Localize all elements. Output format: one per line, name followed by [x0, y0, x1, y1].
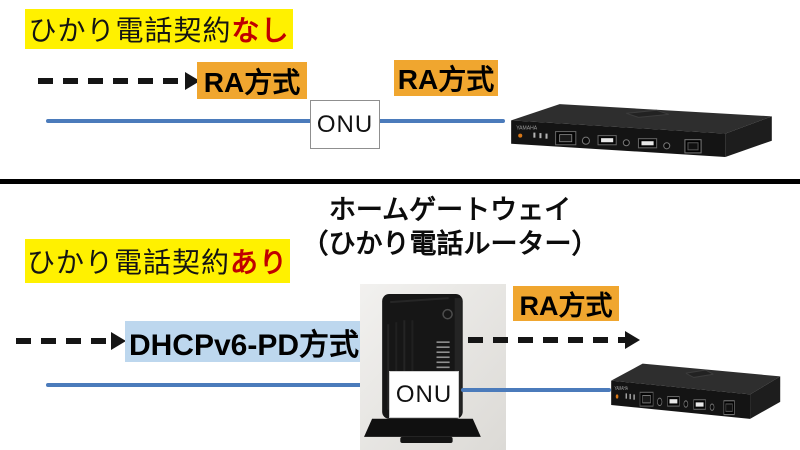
wan-method-label-top: RA方式 — [197, 62, 307, 99]
lan-dashed-arrow-bottom — [468, 331, 640, 349]
contract-label-prefix: ひかり電話契約 — [26, 247, 230, 278]
onu-box-top: ONU — [310, 100, 380, 149]
arrow-head-icon — [111, 332, 126, 350]
contract-label-prefix: ひかり電話契約 — [28, 15, 232, 46]
contract-label-status: あり — [230, 247, 289, 278]
contract-label-status: なし — [231, 15, 290, 46]
fiber-line-bottom-left — [46, 383, 390, 387]
arrow-head-icon — [625, 331, 640, 349]
arrow-head-icon — [185, 72, 200, 90]
contract-status-label-none: ひかり電話契約なし — [25, 9, 293, 49]
svg-text:YAMAHA: YAMAHA — [614, 385, 628, 391]
section-divider — [0, 179, 800, 184]
onu-box-bottom: ONU — [389, 371, 459, 418]
fiber-line-bottom-right — [461, 388, 611, 392]
home-gateway-image — [360, 284, 506, 450]
gateway-heading-line2: （ひかり電話ルーター） — [301, 229, 599, 259]
lan-method-label-top: RA方式 — [394, 60, 498, 96]
arrow-dashes — [38, 78, 188, 84]
wan-dashed-arrow — [38, 72, 200, 90]
wan-method-label-bottom: DHCPv6-PD方式 — [125, 321, 363, 362]
svg-text:YAMAHA: YAMAHA — [516, 126, 538, 132]
contract-status-label-yes: ひかり電話契約あり — [25, 239, 290, 283]
gateway-heading-line1: ホームゲートウェイ — [328, 195, 572, 225]
wan-dashed-arrow-bottom — [16, 332, 126, 350]
arrow-dashes — [16, 338, 114, 344]
arrow-dashes — [468, 337, 628, 343]
yamaha-router-image: YAMAHA — [611, 363, 781, 419]
lan-method-label-bottom: RA方式 — [513, 286, 619, 321]
yamaha-router-image: YAMAHA — [511, 104, 772, 157]
fiber-line-top — [46, 119, 505, 123]
gateway-heading: ホームゲートウェイ （ひかり電話ルーター） — [250, 193, 650, 261]
